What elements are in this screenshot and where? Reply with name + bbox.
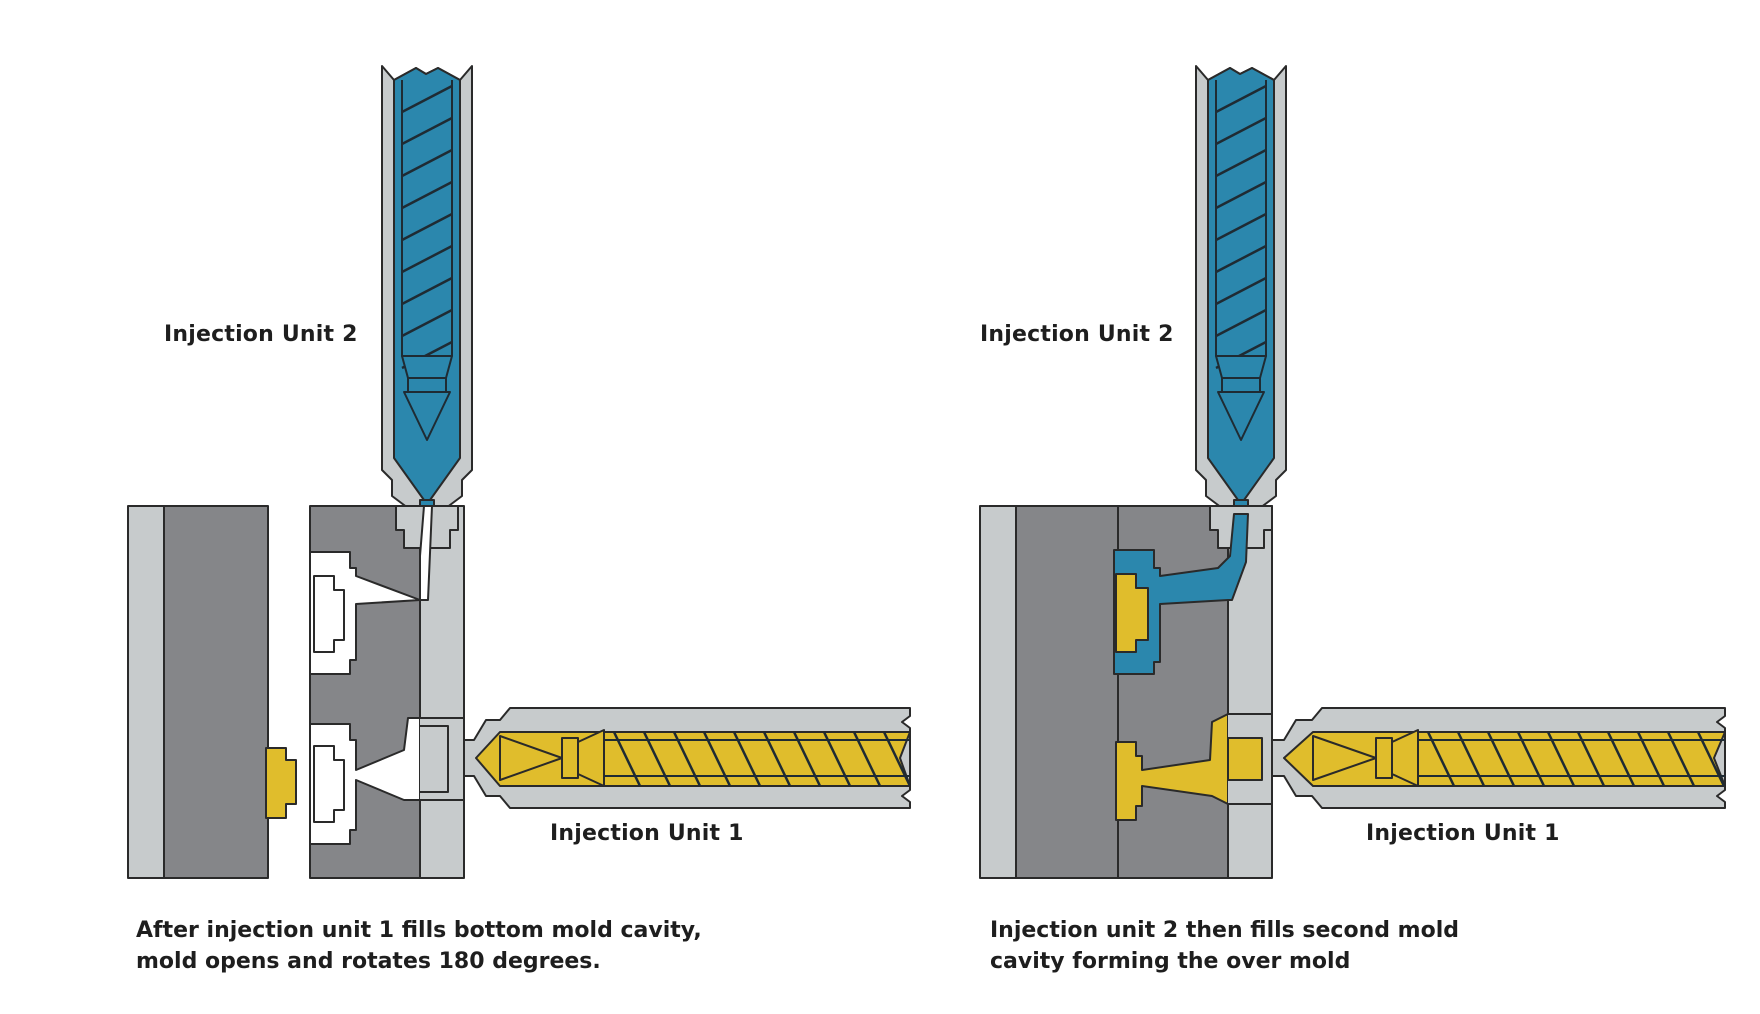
moving-platen-left: [127, 505, 297, 879]
left-caption-line-1: After injection unit 1 fills bottom mold…: [136, 918, 702, 943]
finished-part-left: [265, 747, 297, 819]
right-injection-unit-2-label: Injection Unit 2: [980, 322, 1174, 347]
injection-unit-2-barrel-left: [381, 65, 473, 515]
injection-unit-1-barrel-left: [463, 707, 911, 809]
closed-mold-right: [979, 505, 1273, 879]
right-injection-unit-1-label: Injection Unit 1: [1366, 821, 1560, 846]
injection-unit-2-barrel-right: [1195, 65, 1287, 515]
left-injection-unit-2-label: Injection Unit 2: [164, 322, 358, 347]
left-caption-line-2: mold opens and rotates 180 degrees.: [136, 949, 601, 974]
right-caption-line-2: cavity forming the over mold: [990, 949, 1351, 974]
left-panel: [127, 65, 911, 879]
mold-half-left: [309, 505, 465, 879]
right-panel: [979, 65, 1726, 879]
right-caption: Injection unit 2 then fills second mold …: [990, 915, 1459, 977]
left-caption: After injection unit 1 fills bottom mold…: [136, 915, 702, 977]
substrate-part-in-upper-cavity: [1115, 573, 1149, 653]
left-injection-unit-1-label: Injection Unit 1: [550, 821, 744, 846]
injection-unit-1-barrel-right: [1271, 707, 1726, 809]
right-caption-line-1: Injection unit 2 then fills second mold: [990, 918, 1459, 943]
